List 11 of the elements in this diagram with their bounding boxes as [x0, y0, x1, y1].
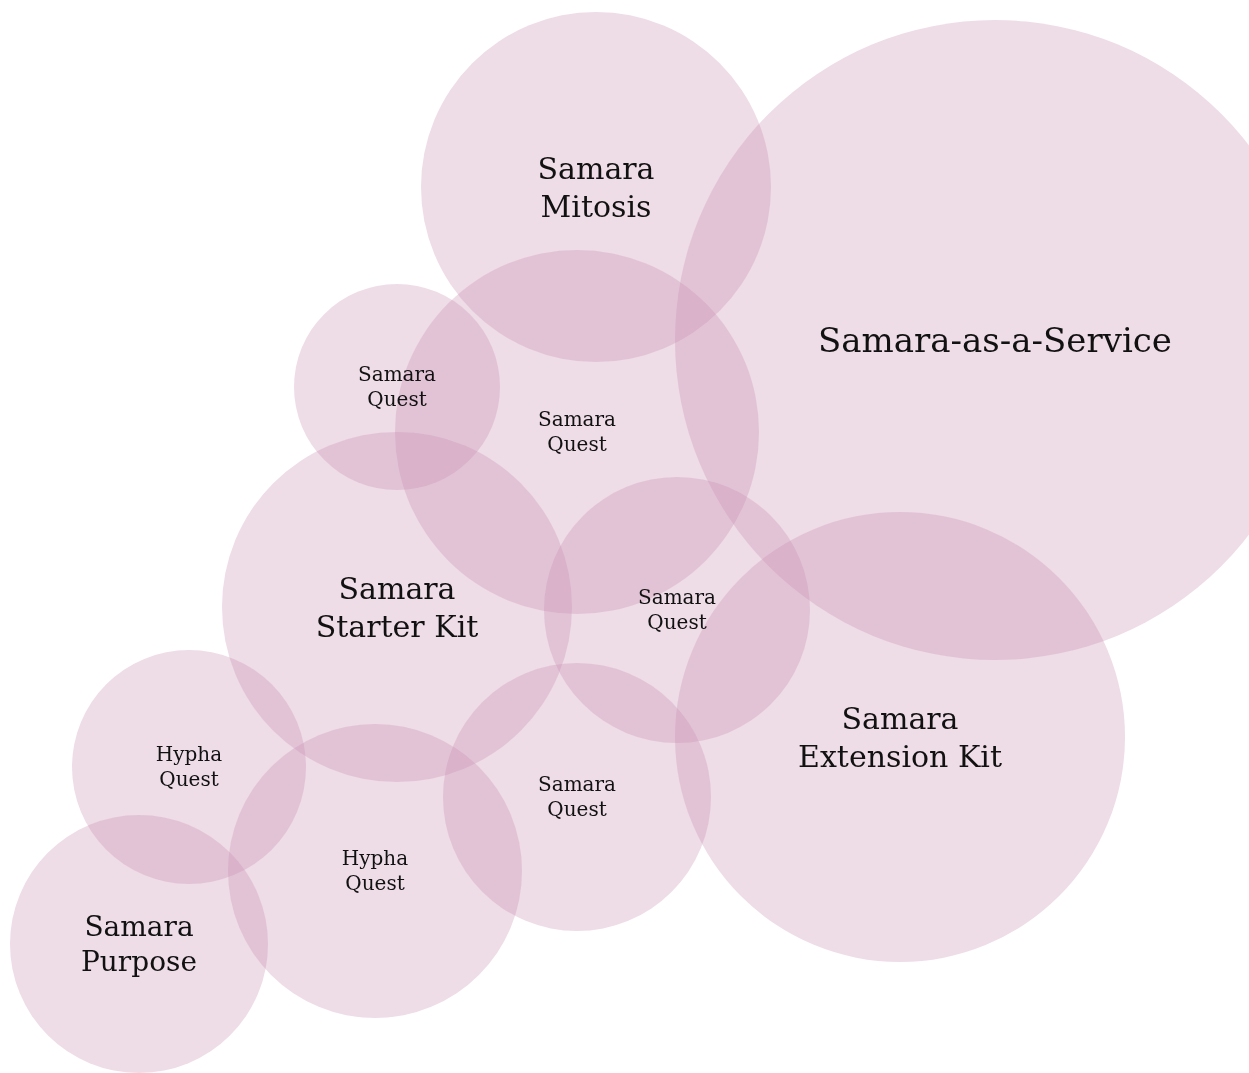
circle-label: Samara-as-a-Service [817, 318, 1173, 362]
circle-label: Hypha Quest [340, 846, 410, 896]
circle-label: Samara Extension Kit [797, 699, 1003, 775]
circle-label: Samara Quest [537, 772, 617, 822]
circle-label: Samara Starter Kit [314, 569, 480, 645]
circle-label: Samara Quest [357, 362, 437, 412]
circle-label: Samara Quest [537, 407, 617, 457]
circle-label: Samara Quest [637, 585, 717, 635]
circle-label: Samara Purpose [80, 909, 198, 979]
circle-label: Samara Mitosis [536, 149, 656, 225]
circle-label: Hypha Quest [154, 742, 224, 792]
